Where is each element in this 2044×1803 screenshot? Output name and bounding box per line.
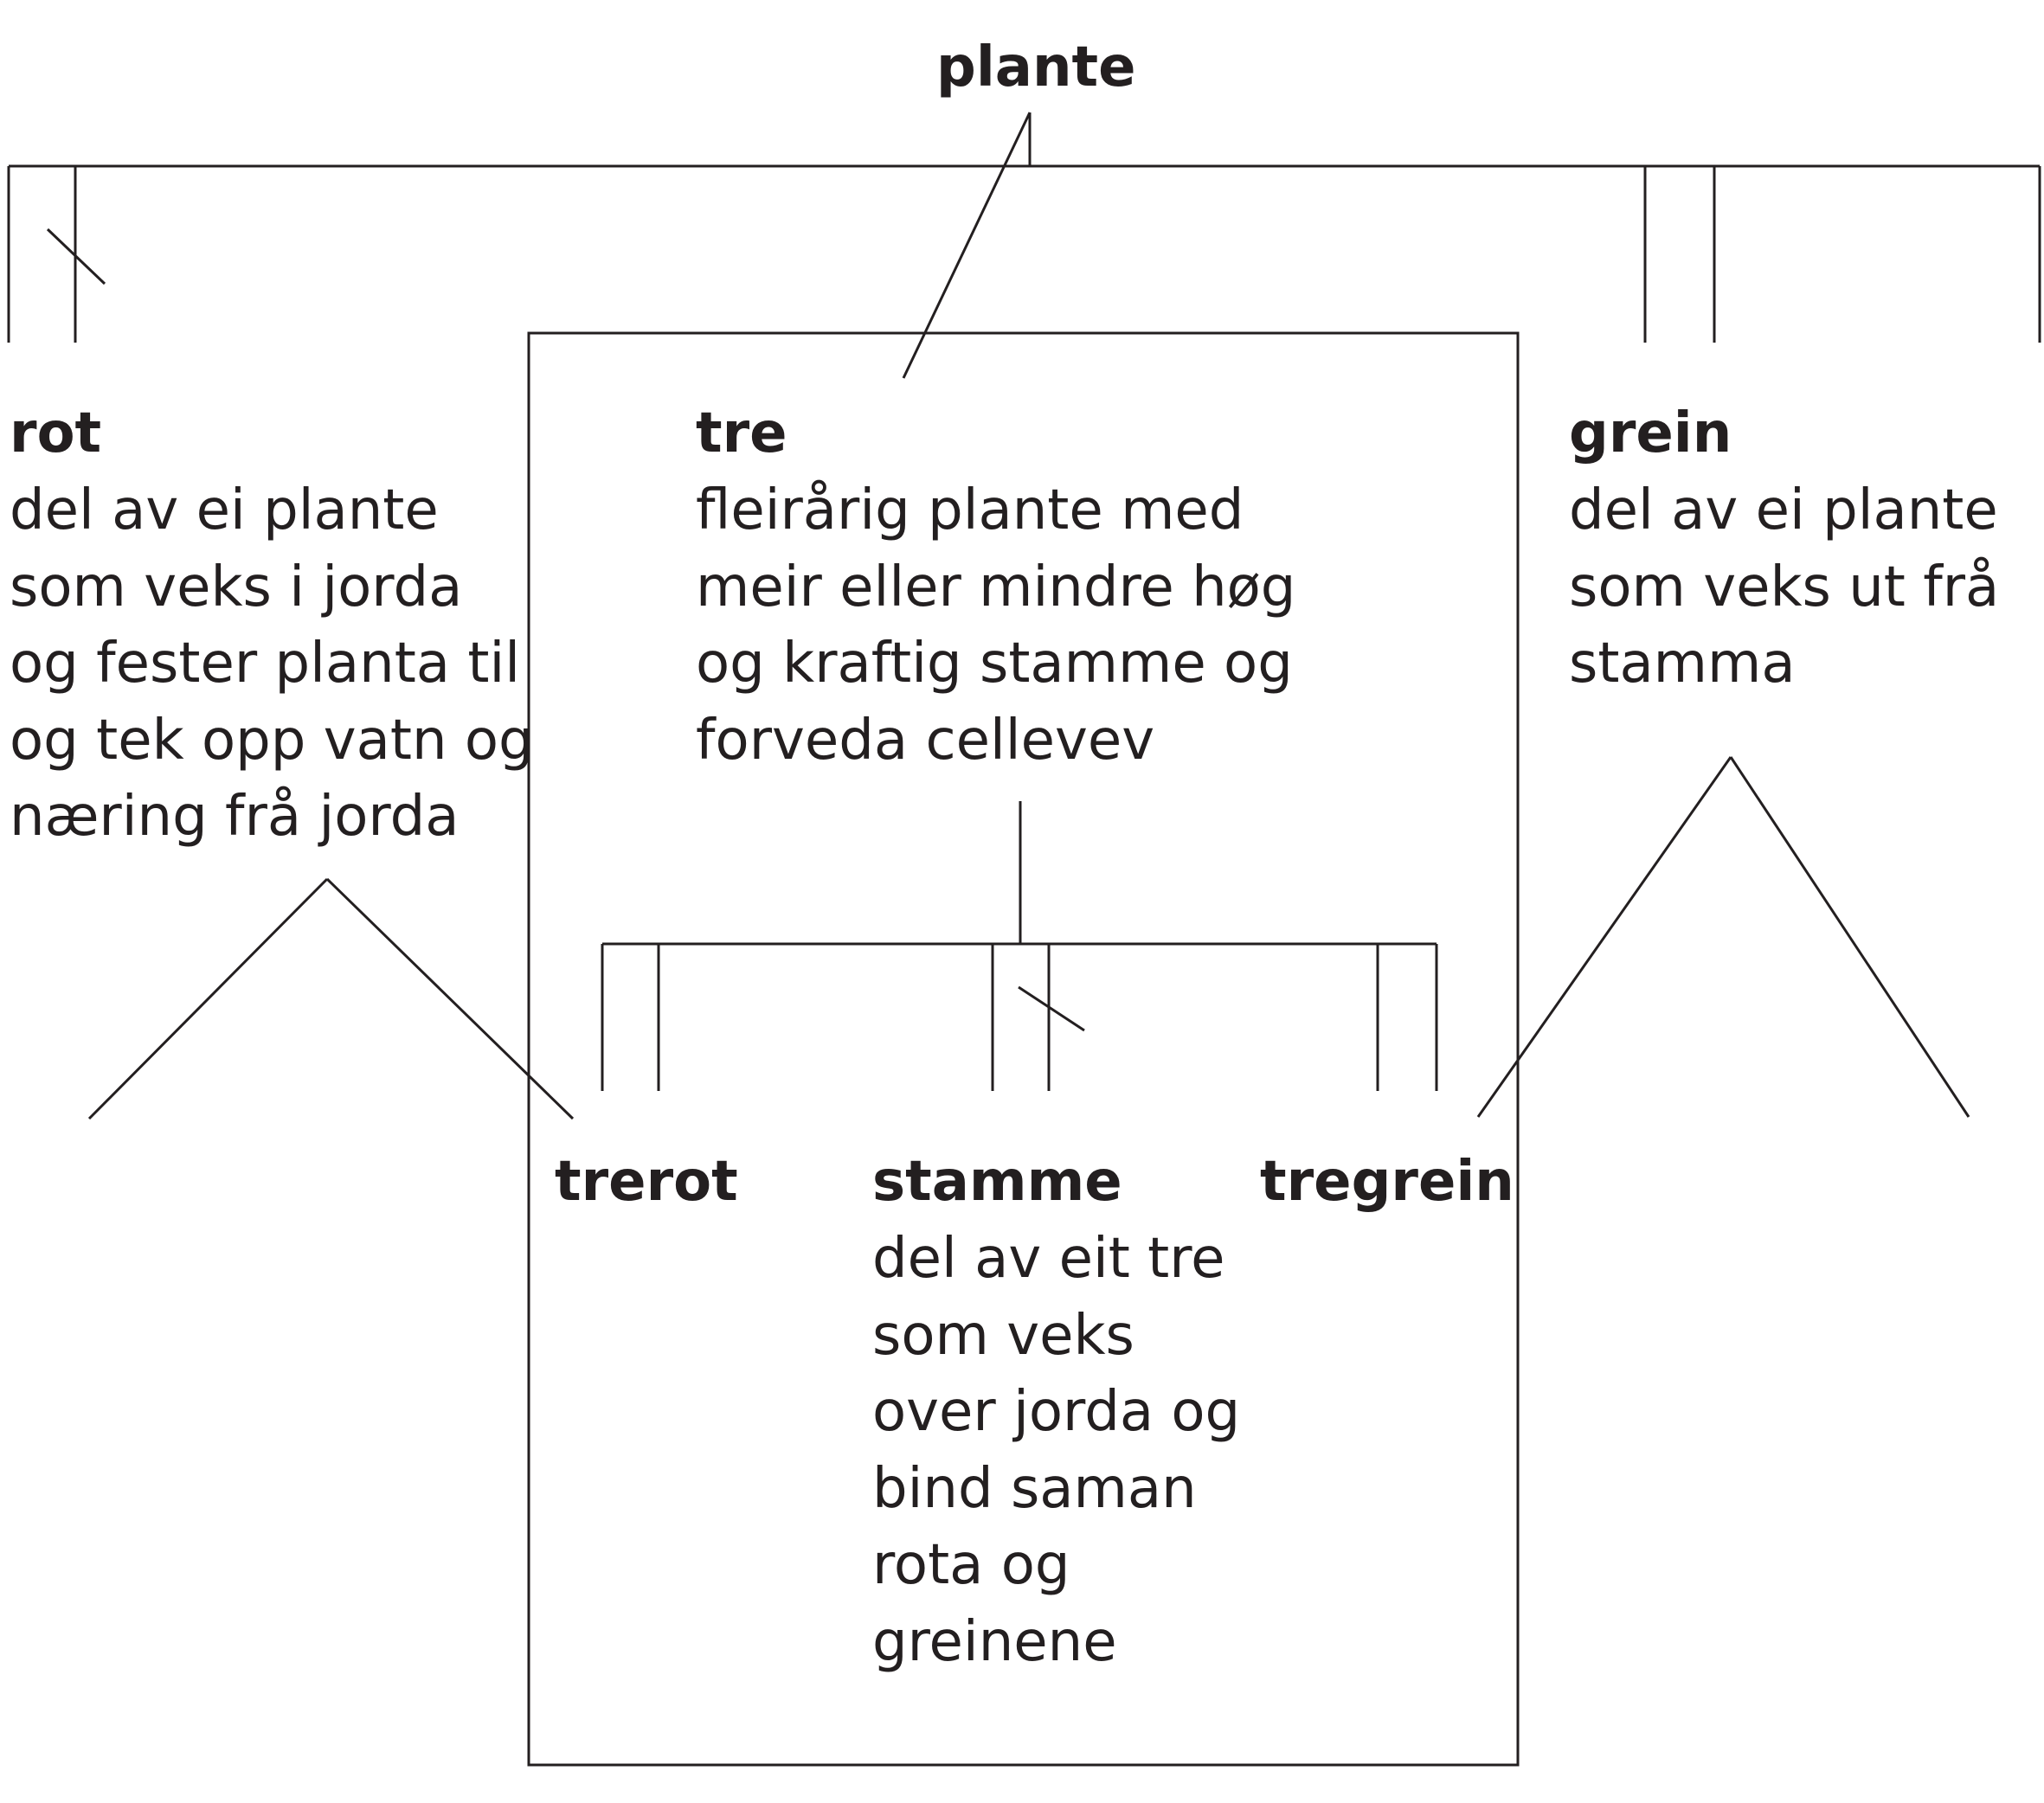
node-grein-definition: del av ei plante som veks ut frå stamma xyxy=(1569,472,1999,703)
plante-to-tre-generic-line xyxy=(902,112,1032,379)
node-stamme-definition: del av eit tre som veks over jorda og bi… xyxy=(872,1221,1240,1680)
node-rot-term: rot xyxy=(10,401,102,465)
node-grein-term: grein xyxy=(1569,401,1732,465)
node-trerot-term: trerot xyxy=(555,1150,738,1214)
rot-fork-left xyxy=(87,877,329,1120)
definition-line: del av ei plante xyxy=(1569,478,1998,542)
definition-line: over jorda og xyxy=(872,1380,1241,1444)
definition-line: fleirårig plante med xyxy=(696,478,1244,542)
definition-line: som veks ut frå xyxy=(1569,555,2000,619)
node-tregrein-term: tregrein xyxy=(1260,1150,1514,1214)
node-stamme-term: stamme xyxy=(872,1150,1122,1214)
definition-line: rota og xyxy=(872,1533,1070,1597)
definition-line: som veks xyxy=(872,1303,1134,1368)
definition-line: forveda cellevev xyxy=(696,708,1155,773)
grein-fork-to-tregrein xyxy=(1476,756,1732,1118)
definition-line: og tek opp vatn og xyxy=(10,708,534,773)
definition-line: bind saman xyxy=(872,1456,1197,1521)
definition-line: meir eller mindre høg xyxy=(696,555,1296,619)
plante-partitive-comb xyxy=(7,112,2041,343)
rot-generic-fork xyxy=(87,877,575,1120)
node-tre-definition: fleirårig plante med meir eller mindre h… xyxy=(696,472,1295,779)
grein-generic-fork xyxy=(1476,756,1970,1118)
tre-box xyxy=(527,331,1520,1767)
definition-line: og fester planta til xyxy=(10,632,520,696)
node-tre-term: tre xyxy=(696,401,787,465)
grein-fork-right xyxy=(1729,756,1970,1118)
definition-line: del av ei plante xyxy=(10,478,439,542)
node-rot-definition: del av ei plante som veks i jorda og fes… xyxy=(10,472,534,856)
definition-line: greinene xyxy=(872,1609,1117,1674)
definition-line: stamma xyxy=(1569,632,1796,696)
node-plante-term: plante xyxy=(936,35,1136,99)
tre-partitive-comb xyxy=(601,801,1438,1091)
rot-slash-mark xyxy=(46,228,106,286)
definition-line: del av eit tre xyxy=(872,1227,1225,1291)
definition-line: og kraftig stamme og xyxy=(696,632,1293,696)
definition-line: som veks i jorda xyxy=(10,555,463,619)
stamme-slash-mark xyxy=(1018,985,1085,1032)
rot-fork-to-trerot xyxy=(325,877,575,1120)
definition-line: næring frå jorda xyxy=(10,785,460,849)
